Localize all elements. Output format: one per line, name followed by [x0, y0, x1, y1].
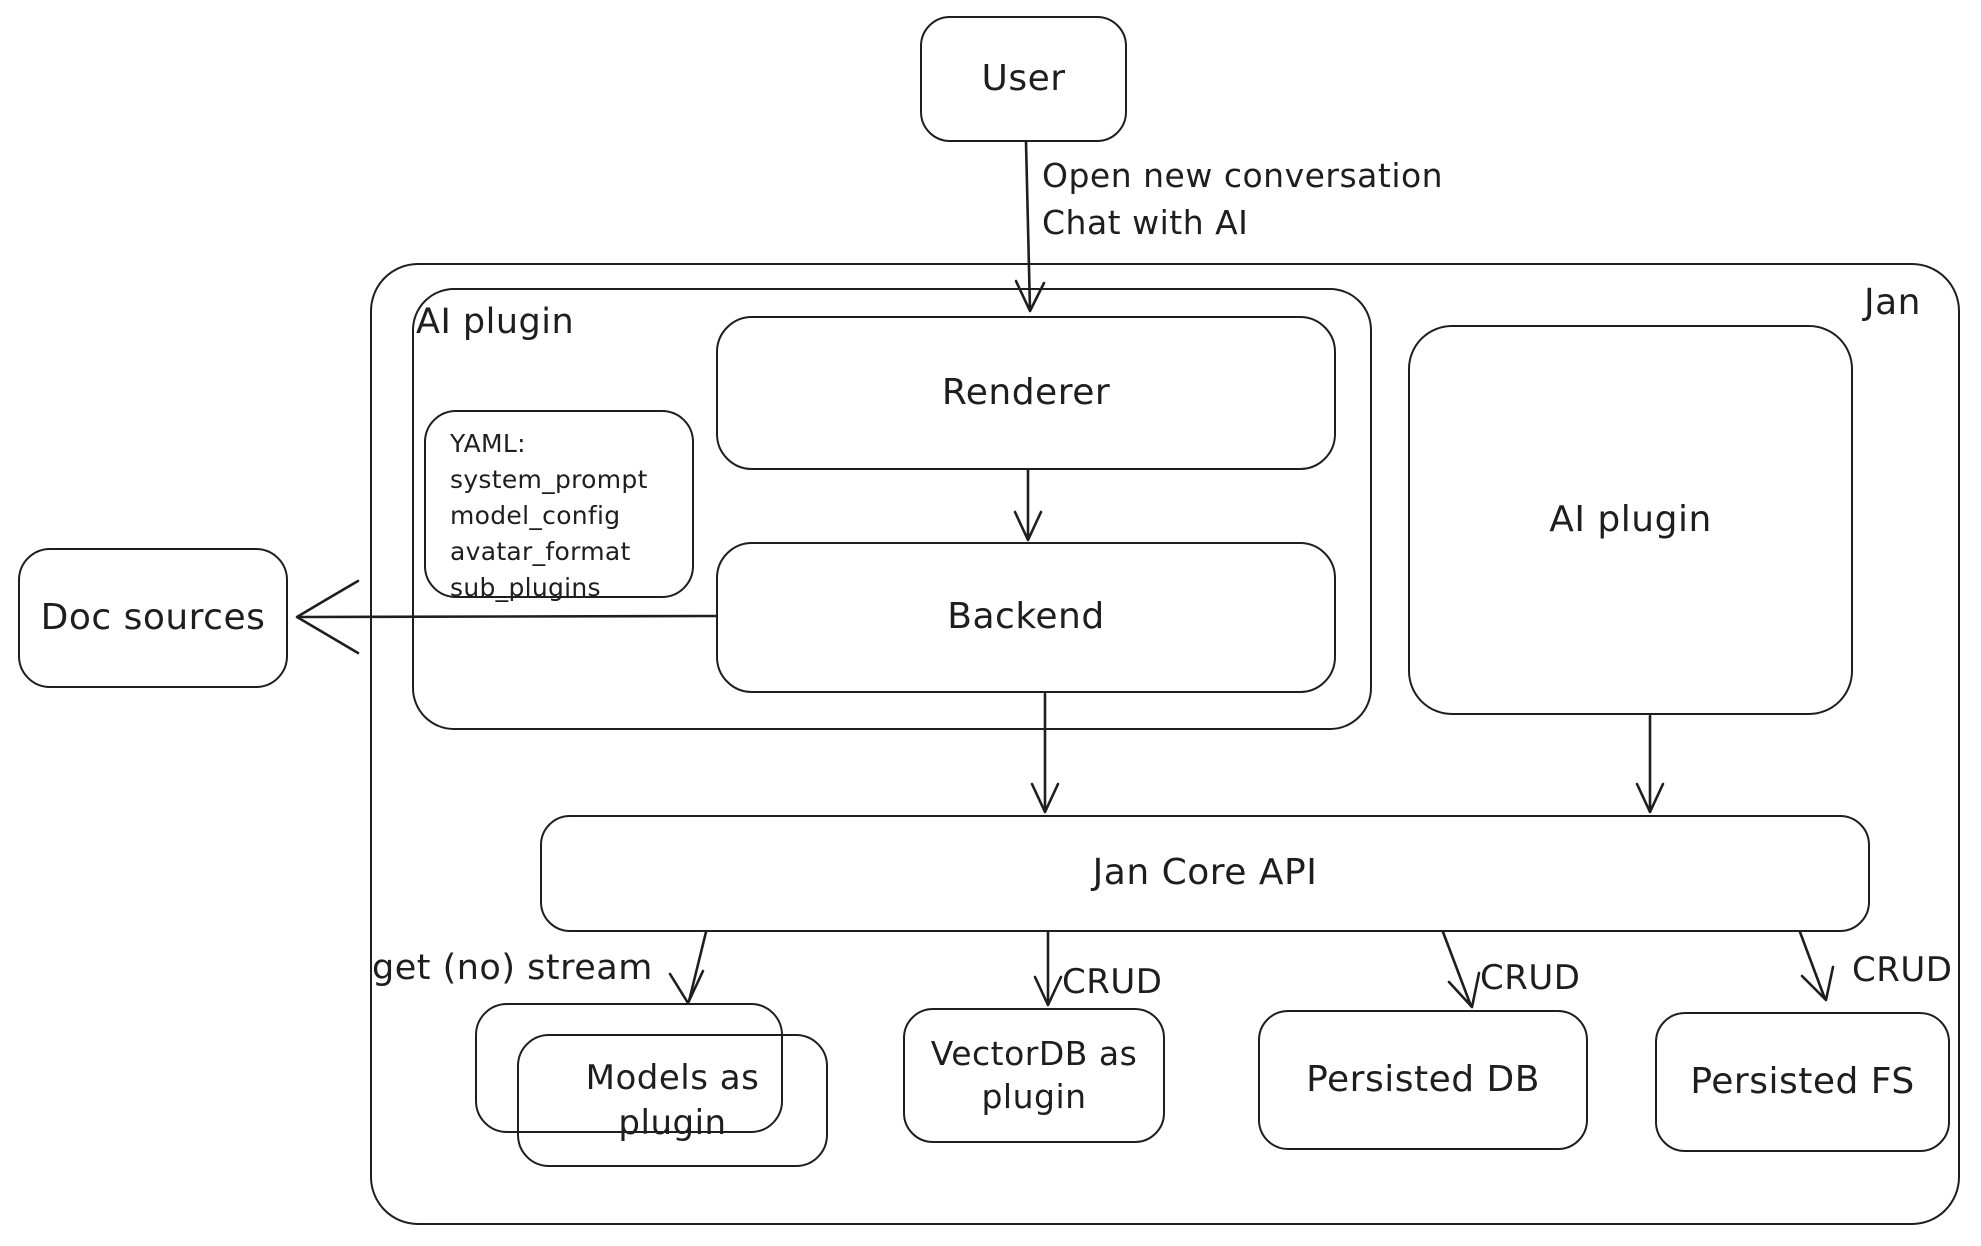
vectordb-as-plugin-node: VectorDB as plugin — [903, 1008, 1165, 1143]
models-as-plugin-node-label: Models as plugin — [585, 1058, 760, 1143]
jan-core-api-node-label: Jan Core API — [1092, 852, 1318, 894]
persisted-fs-node: Persisted FS — [1655, 1012, 1950, 1152]
persisted-db-node: Persisted DB — [1258, 1010, 1588, 1150]
renderer-node-label: Renderer — [941, 371, 1111, 413]
yaml-line: avatar_format — [450, 537, 631, 566]
backend-node-label: Backend — [947, 596, 1105, 638]
models-as-plugin-outer-node — [475, 1003, 783, 1133]
models-as-plugin-node: Models as plugin — [517, 1034, 828, 1167]
ai-plugin-right-node-label: AI plugin — [1549, 498, 1712, 540]
jan-container-label: Jan — [1864, 282, 1921, 323]
crud-persisted-fs-edge-label: CRUD — [1852, 950, 1953, 990]
edge-label-line: Chat with AI — [1042, 203, 1249, 242]
yaml-note: YAML: system_prompt model_config avatar_… — [424, 410, 694, 602]
yaml-line: system_prompt — [450, 465, 648, 494]
crud-vectordb-edge-label: CRUD — [1062, 962, 1163, 1002]
user-node: User — [920, 16, 1127, 142]
doc-sources-node: Doc sources — [18, 548, 288, 688]
user-node-label: User — [981, 57, 1066, 99]
jan-core-api-node: Jan Core API — [540, 815, 1870, 932]
ai-plugin-right-node: AI plugin — [1408, 325, 1853, 715]
edge-label-line: Open new conversation — [1042, 156, 1444, 195]
renderer-node: Renderer — [716, 316, 1336, 470]
vectordb-as-plugin-node-label: VectorDB as plugin — [930, 1033, 1138, 1116]
persisted-fs-node-label: Persisted FS — [1690, 1060, 1915, 1102]
jan-container — [370, 263, 1960, 1225]
ai-plugin-group-label: AI plugin — [416, 302, 575, 342]
user-to-renderer-edge-label: Open new conversation Chat with AI — [1042, 152, 1443, 246]
crud-persisted-db-edge-label: CRUD — [1480, 958, 1581, 998]
get-no-stream-edge-label: get (no) stream — [372, 948, 653, 988]
yaml-line: model_config — [450, 501, 621, 530]
backend-node: Backend — [716, 542, 1336, 693]
persisted-db-node-label: Persisted DB — [1306, 1058, 1540, 1100]
ai-plugin-group — [412, 288, 1372, 730]
yaml-line: sub_plugins — [450, 573, 601, 602]
doc-sources-node-label: Doc sources — [40, 596, 266, 638]
yaml-note-text: YAML: system_prompt model_config avatar_… — [450, 426, 648, 606]
yaml-line: YAML: — [450, 429, 526, 458]
